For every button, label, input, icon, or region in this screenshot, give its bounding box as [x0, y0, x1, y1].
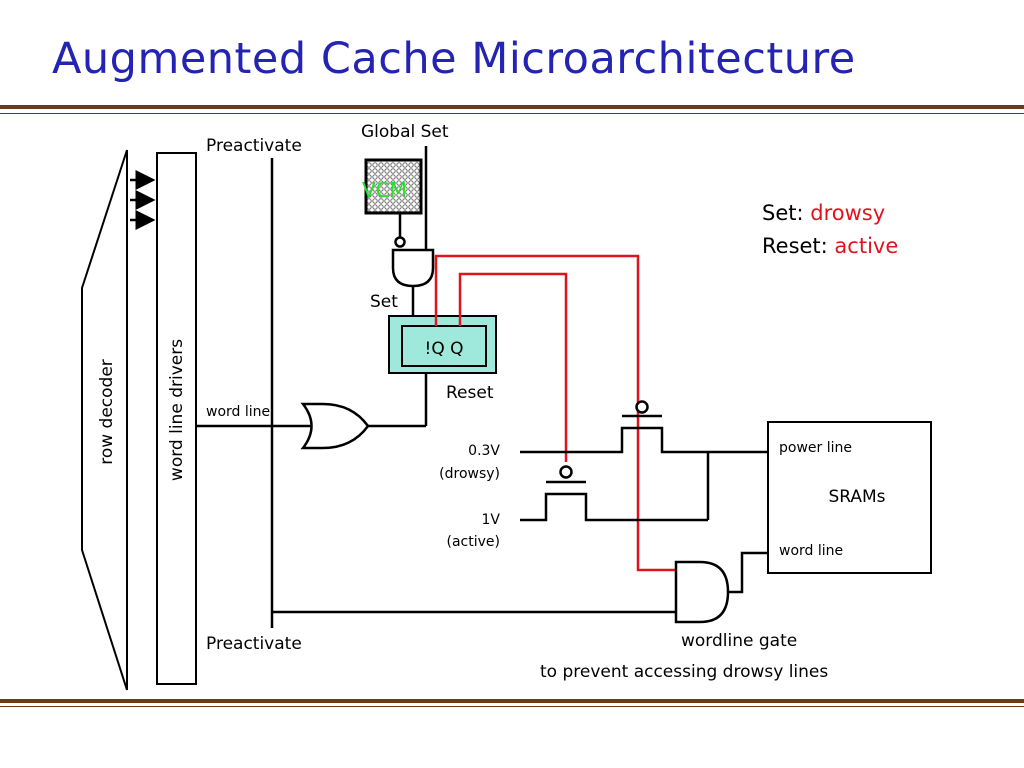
- pmos-bottom-bubble: [559, 465, 573, 479]
- pmos-top-bubble: [635, 400, 649, 414]
- latch-label: !Q Q: [425, 339, 464, 359]
- legend-reset: Reset: active: [762, 234, 898, 258]
- q-control-wire: [458, 272, 568, 462]
- global-set-label: Global Set: [361, 122, 449, 142]
- word-line-drivers-label: word line drivers: [167, 339, 187, 481]
- preactivate-top-label: Preactivate: [206, 136, 302, 156]
- word-line-drivers-block: [156, 152, 197, 685]
- q-bar-control-wire: [434, 254, 676, 572]
- slide-title: Augmented Cache Microarchitecture: [52, 34, 856, 84]
- srams-label: SRAMs: [828, 487, 885, 507]
- diagram-caption: to prevent accessing drowsy lines: [540, 662, 828, 682]
- gate-to-sram-wire: [728, 551, 768, 594]
- or-gate: [300, 402, 370, 450]
- active-note-label: (active): [447, 534, 500, 550]
- reset-label: Reset: [446, 383, 494, 403]
- row-decoder-block: [81, 149, 128, 691]
- power-line-label: power line: [779, 440, 852, 456]
- title-divider-thin: [0, 113, 1024, 114]
- preactivate-bottom-label: Preactivate: [206, 634, 302, 654]
- title-divider-thick: [0, 105, 1024, 109]
- word-line-label: word line: [206, 404, 270, 420]
- vcm-block: [364, 158, 423, 215]
- active-voltage-label: 1V: [482, 512, 501, 528]
- row-decoder-label: row decoder: [97, 359, 117, 465]
- footer-divider-thick: [0, 699, 1024, 703]
- nand-inverter-bubble: [394, 236, 406, 248]
- pmos-top-channel: [520, 426, 708, 454]
- legend-set: Set: drowsy: [762, 201, 885, 225]
- drowsy-note-label: (drowsy): [439, 466, 500, 482]
- wordline-and-gate: [674, 560, 730, 624]
- nand-gate: [391, 248, 435, 288]
- wordline-gate-label: wordline gate: [681, 631, 797, 651]
- pmos-bottom-channel: [520, 492, 708, 522]
- set-label: Set: [370, 292, 398, 312]
- drowsy-voltage-label: 0.3V: [468, 443, 500, 459]
- vcm-label: VCM: [362, 178, 407, 202]
- sram-word-line-label: word line: [779, 543, 843, 559]
- sram-block: [767, 421, 932, 574]
- latch-outputs-box: [401, 325, 487, 367]
- footer-divider-thin: [0, 706, 1024, 707]
